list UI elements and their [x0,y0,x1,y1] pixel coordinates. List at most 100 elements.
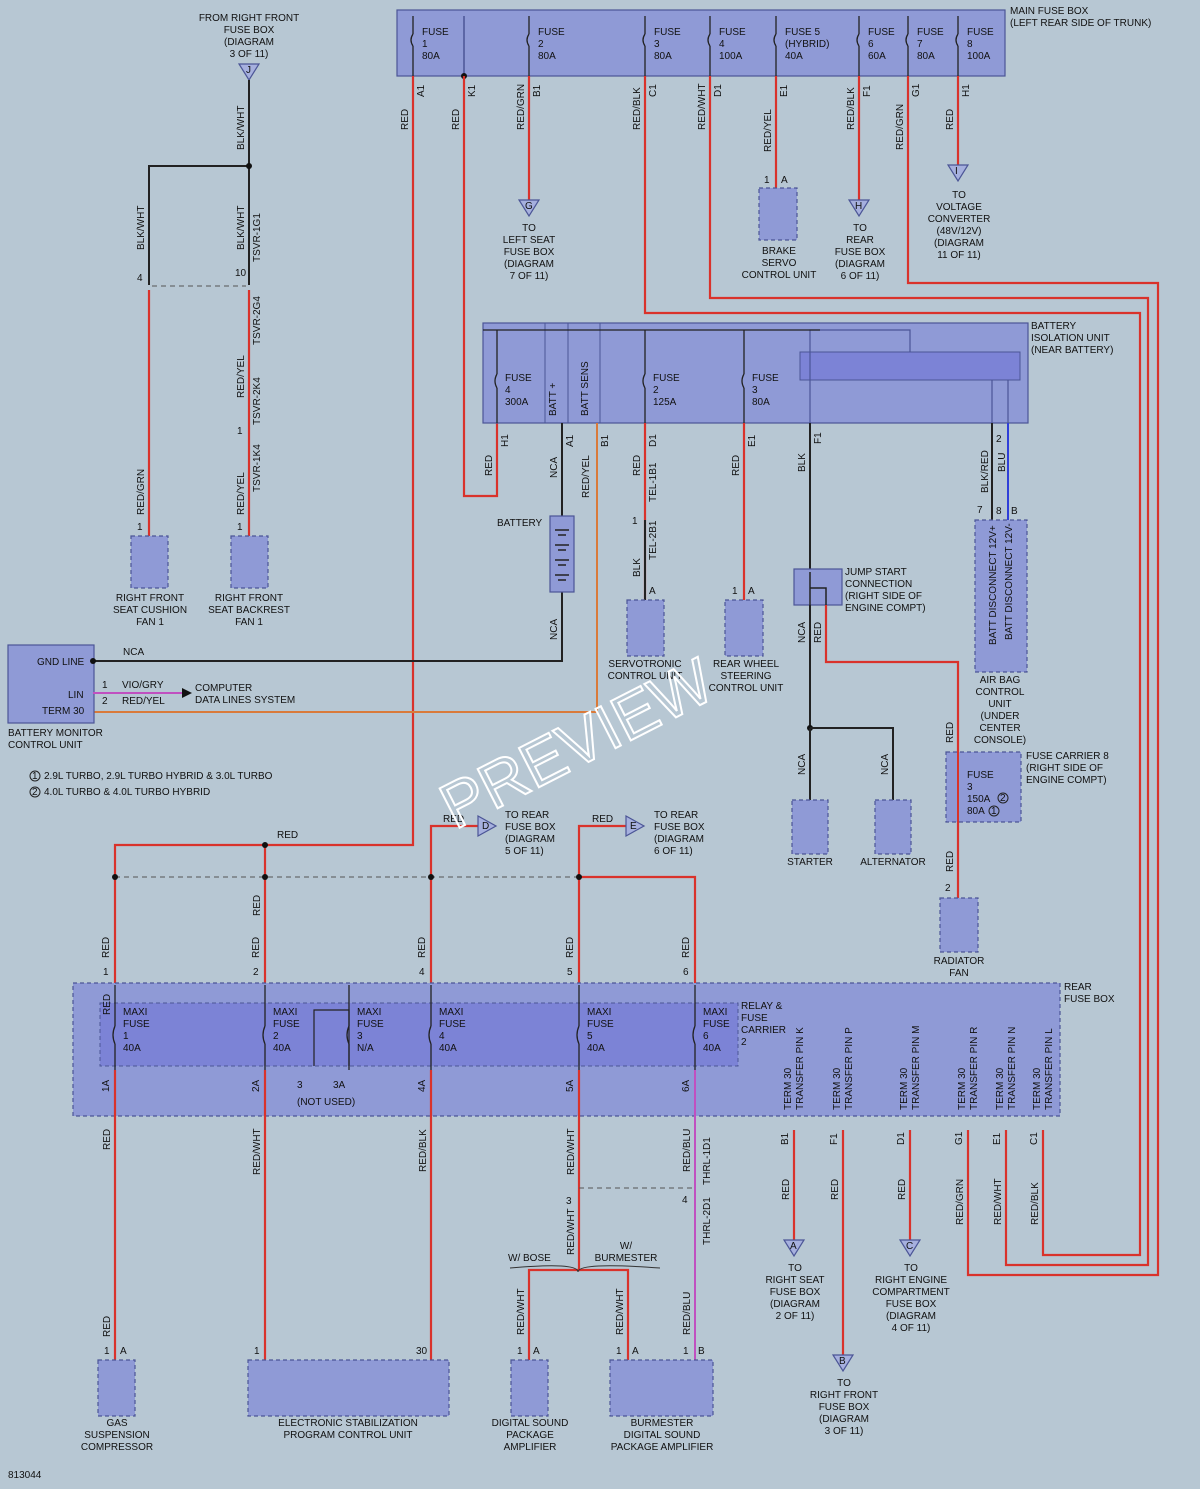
svg-text:B1: B1 [600,434,611,447]
svg-text:5A: 5A [565,1079,576,1092]
svg-text:1: 1 [254,1346,260,1357]
svg-text:B: B [839,1356,846,1367]
arrow-a[interactable] [782,1239,806,1258]
svg-text:RED: RED [731,455,742,476]
servotronic-box [626,599,665,657]
svg-text:RED: RED [102,1316,113,1337]
arrow-e[interactable] [625,814,646,838]
fuse-8-wire: RED [945,109,956,130]
svg-text:1: 1 [137,522,143,533]
wire-mfb-k1 [462,76,499,498]
gas-suspension-box [97,1359,136,1417]
radiator-fan-box [939,897,979,953]
svg-text:NCA: NCA [880,754,891,775]
svg-text:6: 6 [683,967,689,978]
svg-text:RED/YEL: RED/YEL [122,696,165,707]
arrow-h[interactable] [847,199,871,218]
svg-text:A: A [649,586,656,597]
svg-text:C1: C1 [1029,1132,1040,1145]
svg-text:RED/GRN: RED/GRN [136,469,147,515]
wire-5a-burm [579,1268,630,1360]
fuse-4-wire: RED/WHT [697,83,708,130]
fuse-5-wire: RED/YEL [763,109,774,152]
not-used-label: (NOT USED) [297,1097,355,1108]
svg-text:NCA: NCA [797,754,808,775]
wire-alternator [810,727,894,800]
svg-text:TRANSFER PIN M: TRANSFER PIN M [911,1026,922,1110]
svg-text:2: 2 [253,967,259,978]
svg-text:4: 4 [419,967,425,978]
arrow-i[interactable] [946,164,970,183]
svg-text:E1: E1 [992,1132,1003,1145]
svg-text:1: 1 [683,1346,689,1357]
term-pin-6: TERM 30 [1032,1067,1043,1110]
fuse-2-wire: RED/GRN [516,84,527,130]
arrow-j[interactable] [237,63,261,82]
svg-text:RED: RED [945,851,956,872]
arrow-c[interactable] [898,1239,922,1258]
svg-text:RED: RED [102,1129,113,1150]
svg-text:BLK: BLK [632,558,643,577]
svg-text:BLU: BLU [997,453,1008,472]
svg-text:RED: RED [945,722,956,743]
starter-box [791,799,829,855]
svg-text:6A: 6A [681,1079,692,1092]
svg-text:1: 1 [517,1346,523,1357]
arrow-d[interactable] [477,814,498,838]
svg-text:G: G [525,201,533,212]
svg-text:A: A [632,1346,639,1357]
svg-text:30: 30 [416,1346,428,1357]
svg-text:2A: 2A [251,1079,262,1092]
svg-text:NCA: NCA [549,619,560,640]
svg-text:RED/WHT: RED/WHT [615,1288,626,1335]
svg-text:1: 1 [991,806,997,817]
arrow-g[interactable] [517,199,541,218]
svg-text:RED/WHT: RED/WHT [566,1128,577,1175]
svg-text:E: E [630,821,637,832]
svg-text:THRL-1D1: THRL-1D1 [702,1137,713,1185]
svg-text:RED: RED [251,937,262,958]
svg-text:RED: RED [417,937,428,958]
svg-text:F1: F1 [813,432,824,444]
svg-text:BATT DISCONNECT 12V-: BATT DISCONNECT 12V- [1004,523,1015,640]
svg-text:RED: RED [565,937,576,958]
alternator-box [874,799,912,855]
isolation-relay-module [799,351,1021,381]
svg-text:G1: G1 [911,83,922,97]
svg-text:RED/BLK: RED/BLK [418,1129,429,1172]
rear-wheel-steering-box [724,599,764,657]
svg-text:7: 7 [977,505,983,516]
svg-text:1: 1 [104,1346,110,1357]
main-fuse-box-label: MAIN FUSE BOX(LEFT REAR SIDE OF TRUNK) [1010,6,1151,29]
svg-text:RED: RED [252,895,263,916]
svg-text:RED/YEL: RED/YEL [236,355,247,398]
opt-bose: W/ BOSE [508,1253,551,1264]
svg-text:10: 10 [235,268,247,279]
svg-text:E1: E1 [747,434,758,447]
svg-text:TEL-1B1: TEL-1B1 [648,462,659,502]
arrow-b[interactable] [831,1354,855,1373]
term-pin-5: TERM 30 [995,1067,1006,1110]
svg-text:H: H [855,201,862,212]
term-pin-1: TERM 30 [783,1067,794,1110]
svg-text:BLK/WHT: BLK/WHT [236,106,247,150]
